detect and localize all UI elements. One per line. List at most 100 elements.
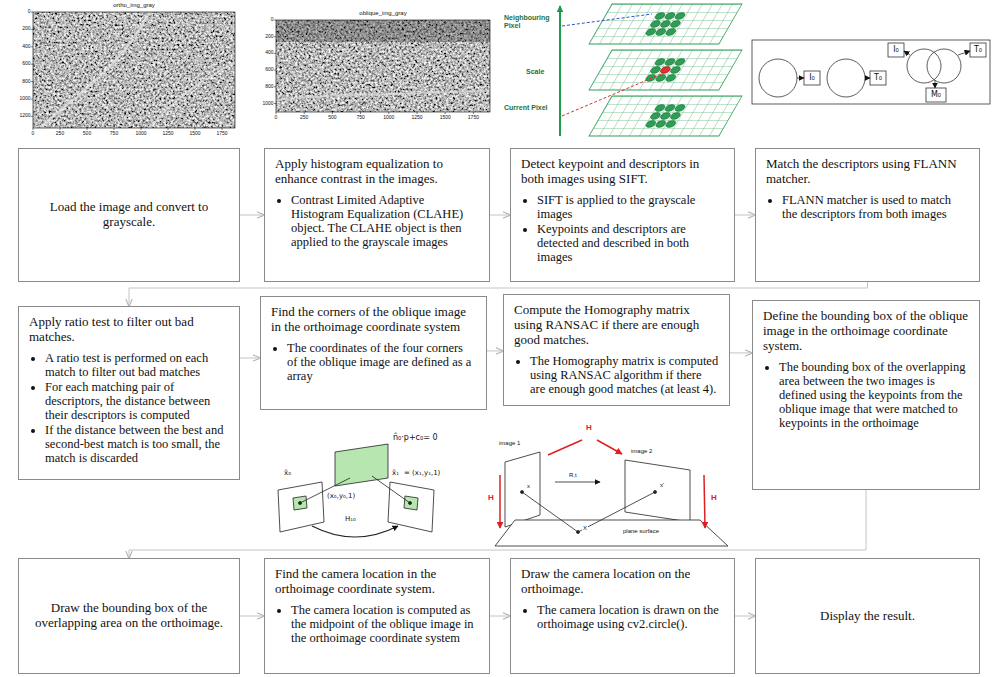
homography-geometry-figure (299, 502, 302, 505)
process-box: Draw the camera location on the orthoima… (510, 558, 735, 674)
scale-space-figure (559, 6, 561, 136)
two-view-figure (495, 440, 728, 546)
step-title: Detect keypoint and descriptors in both … (521, 157, 724, 187)
axis-tick (31, 99, 33, 100)
bullet-text: The coordinates of the four corners of t… (287, 341, 476, 383)
homography-geometry-figure (404, 496, 418, 510)
scale-space-figure (589, 96, 742, 136)
oblique-photo (276, 20, 490, 112)
scale-space-figure (649, 67, 662, 74)
axis-tick-label: 200 (265, 34, 273, 40)
step-title: Compute the Homography matrix using RANS… (514, 303, 719, 348)
scale-space-figure (674, 13, 687, 20)
scale-space-figure (654, 59, 667, 66)
two-view-figure (577, 531, 580, 534)
scale-space-figure (644, 105, 686, 128)
axis-tick (274, 70, 276, 71)
flow-arrow (730, 352, 752, 353)
axis-tick (274, 103, 276, 104)
oblique-photo (276, 20, 490, 42)
axis-tick (274, 53, 276, 54)
process-box: Load the image and convert to grayscale. (18, 148, 240, 282)
oblique-photo (276, 20, 490, 112)
figure-label: R,t (568, 472, 578, 479)
bullet-list: The coordinates of the four corners of t… (271, 341, 476, 383)
scale-space-figure (664, 105, 677, 112)
step-title: Apply histogram equalization to enhance … (275, 157, 479, 187)
axis-tick-label: 1000 (135, 131, 146, 137)
figure-label: H₁₀ (344, 516, 357, 524)
scale-space-figure (669, 21, 682, 28)
homography-geometry-figure (335, 444, 388, 486)
bullet-text: The Homography matrix is computed using … (530, 354, 719, 396)
axis-tick (31, 46, 33, 47)
axis-tick-label: 1250 (411, 115, 422, 121)
set-diagram (752, 40, 990, 104)
oblique-photo (276, 90, 490, 100)
axis-tick-label: 0 (271, 17, 274, 23)
two-view-figure (548, 440, 582, 455)
figure-label: plane surface (622, 528, 660, 535)
figure-label: H (710, 494, 718, 503)
scale-space-figure (659, 113, 672, 120)
bullet-list: SIFT is applied to the grayscale imagesK… (521, 193, 724, 264)
scale-space-figure (674, 59, 687, 66)
scale-space-figure (560, 4, 742, 136)
axis-tick-label: 800 (22, 79, 30, 85)
bullet-text: Keypoints and descriptors are detected a… (537, 222, 724, 264)
two-view-figure (505, 452, 540, 527)
figure-label: n̂₀·p+c₀= 0 (392, 434, 439, 443)
scale-space-figure (669, 113, 682, 120)
axis-tick-label: 0 (275, 115, 278, 121)
ortho-photo (33, 12, 235, 128)
bullet-list: A ratio test is performed on each match … (29, 351, 229, 465)
process-box: Find the corners of the oblique image in… (260, 296, 487, 410)
axis-tick-label: 250 (300, 115, 308, 121)
figure-label: (x₀,y₀,1) (326, 493, 356, 501)
bullet-text: For each matching pair of descriptors, t… (45, 380, 229, 422)
flow-arrow (490, 616, 510, 617)
flow-arrow (240, 215, 264, 216)
scale-space-figure (664, 121, 677, 128)
axis-tick-label: 400 (22, 44, 30, 50)
scale-space-figure (589, 50, 742, 90)
scale-space-figure (644, 29, 657, 36)
scale-space-figure (664, 13, 677, 20)
flow-arrow (735, 215, 755, 216)
step-title: Draw the bounding box of the overlapping… (29, 601, 229, 631)
scale-space-figure (654, 13, 667, 20)
two-view-figure (522, 492, 578, 532)
homography-geometry-figure (312, 526, 398, 537)
bullet-text: Contrast Limited Adaptive Histogram Equa… (291, 193, 479, 249)
set-diagram (970, 43, 986, 57)
scale-space-figure (589, 50, 742, 90)
scale-space-figure (654, 29, 667, 36)
axis-tick-label: 600 (22, 61, 30, 67)
figure-label: x̃₀ (283, 470, 292, 478)
axis-tick-label: 750 (356, 115, 364, 121)
set-diagram (797, 78, 804, 79)
bullet-text: The camera location is computed as the m… (291, 603, 479, 645)
homography-geometry-figure (278, 444, 434, 537)
two-view-figure (597, 440, 622, 454)
scale-space-figure (654, 105, 667, 112)
figure-label: X (582, 525, 588, 532)
bullet-text: A ratio test is performed on each match … (45, 351, 229, 379)
figure-label: I₀ (893, 46, 899, 55)
flow-arrow (129, 490, 866, 558)
figure-label: image 2 (630, 448, 653, 455)
process-box: Display the result. (755, 558, 980, 674)
ortho-photo (33, 12, 235, 128)
axis-tick-label: 1500 (189, 131, 200, 137)
bullet-list: The bounding box of the overlapping area… (763, 360, 969, 430)
process-box: Detect keypoint and descriptors in both … (510, 148, 735, 282)
set-diagram (759, 59, 797, 97)
process-box: Draw the bounding box of the overlapping… (18, 558, 240, 674)
flow-arrow (735, 616, 755, 617)
two-view-figure (578, 492, 655, 532)
step-title: Find the corners of the oblique image in… (271, 305, 476, 335)
scale-space-figure (644, 121, 657, 128)
two-view-figure (521, 491, 524, 494)
axis-tick (31, 81, 33, 82)
figure-label: x (526, 483, 531, 490)
